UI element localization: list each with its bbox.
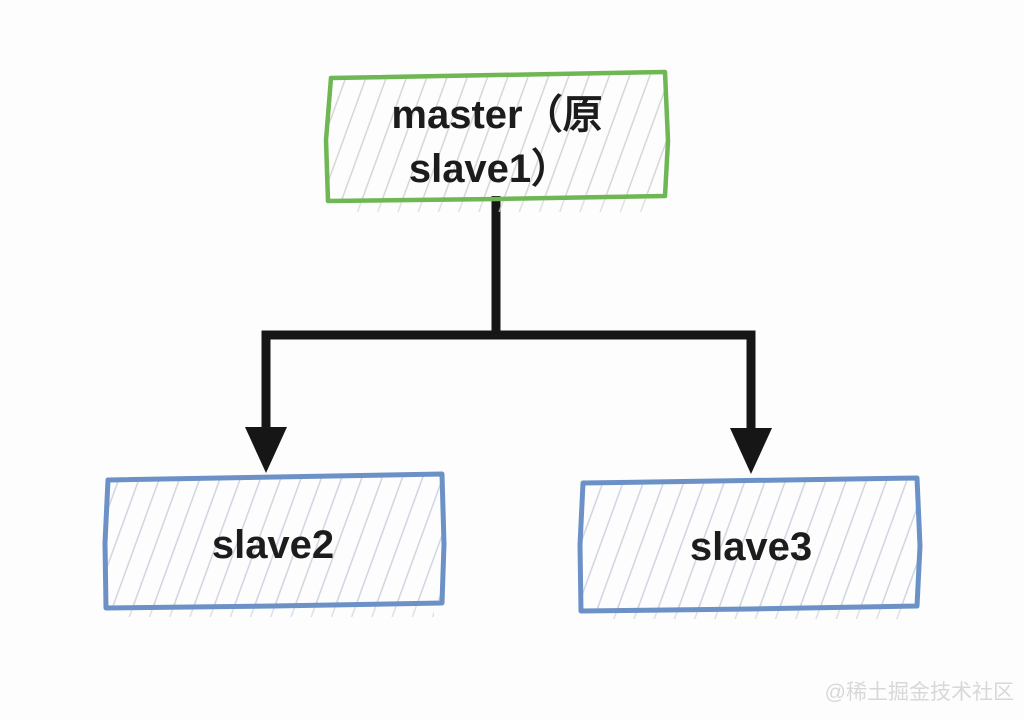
node-slave3: slave3 xyxy=(577,475,923,614)
arrowhead-to-slave3-icon xyxy=(730,428,772,474)
arrowhead-to-slave2-icon xyxy=(245,427,287,473)
edges-group xyxy=(245,196,772,474)
node-slave2-box xyxy=(102,471,447,611)
node-slave3-box xyxy=(577,475,923,614)
node-slave3-label: slave3 xyxy=(690,525,812,569)
node-slave2: slave2 xyxy=(102,471,447,611)
node-master: master（原 slave1） xyxy=(323,69,671,204)
node-slave2-label: slave2 xyxy=(212,523,334,567)
node-master-label-line1: master（原 xyxy=(391,93,602,137)
edge-master-to-slave3 xyxy=(491,196,756,432)
node-master-box xyxy=(323,69,671,204)
edge-master-to-slave2 xyxy=(261,196,501,432)
node-master-label-line2: slave1） xyxy=(409,147,571,191)
watermark: @稀土掘金技术社区 xyxy=(825,681,1014,704)
